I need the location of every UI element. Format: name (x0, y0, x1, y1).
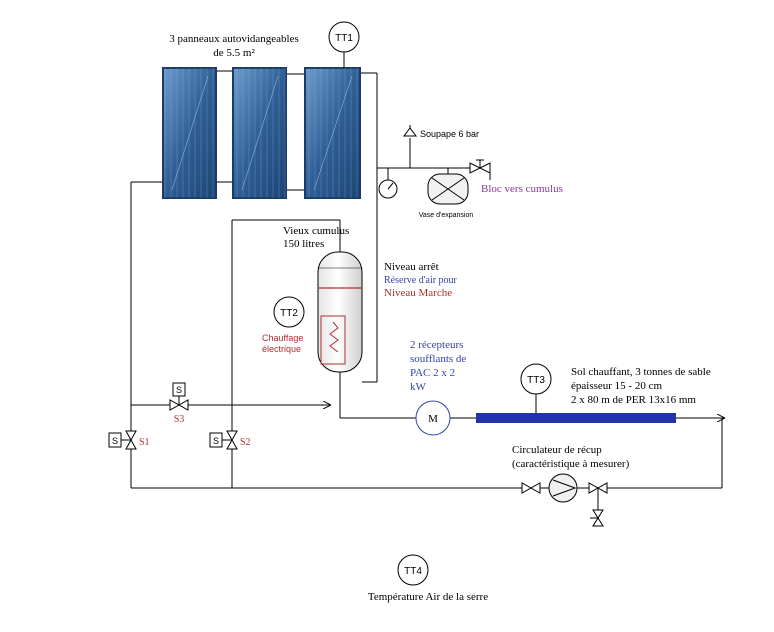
tank-label-line2: 150 litres (283, 238, 324, 250)
floor-heating-bar (476, 413, 676, 423)
floor-label-line3: 2 x 80 m de PER 13x16 mm (571, 394, 696, 406)
panels-label-line2: de 5.5 m² (213, 47, 255, 59)
expansion-vessel-icon (427, 168, 469, 205)
to-tank-label: Bloc vers cumulus (481, 183, 563, 195)
safety-valve-icon (403, 125, 417, 137)
floor-label-line1: Sol chauffant, 3 tonnes de sable (571, 366, 711, 378)
run-level-label: Niveau Marche (384, 287, 452, 299)
heatpump-label-line1: 2 récepteurs (410, 339, 463, 351)
tt4-label: TT4 (404, 566, 422, 577)
expansion-vessel-label: Vase d'expansion (419, 212, 474, 219)
s3-symbol: S (176, 385, 182, 395)
tt4-caption: Température Air de la serre (368, 591, 488, 603)
electric-heater-element (320, 315, 346, 365)
pressure-gauge-icon (378, 168, 398, 199)
safety-valve-label: Soupape 6 bar (420, 129, 479, 139)
check-valve-right (588, 482, 608, 494)
solar-panels (162, 67, 361, 199)
heater-label-line2: électrique (262, 344, 301, 354)
tank-label-line1: Vieux cumulus (283, 225, 349, 237)
temperature-sensor-tt2: TT2 (273, 296, 305, 328)
temperature-sensor-tt1: TT1 (328, 21, 360, 68)
s2-label: S2 (240, 437, 251, 448)
safety-group: Soupape 6 bar Vase d'expansion Bloc vers… (378, 125, 563, 219)
heatpump-label-line4: kW (410, 381, 427, 393)
temperature-sensor-tt4: TT4 (397, 554, 429, 586)
heatpump-label-line3: PAC 2 x 2 (410, 367, 455, 379)
isolation-valve-icon (469, 159, 491, 180)
tt2-label: TT2 (280, 308, 298, 319)
s1-label: S1 (139, 437, 150, 448)
tt1-label: TT1 (335, 33, 353, 44)
air-reserve-label: Réserve d'air pour (384, 275, 458, 286)
stop-level-label: Niveau arrêt (384, 261, 439, 273)
floor-label-line2: épaisseur 15 - 20 cm (571, 380, 662, 392)
solenoid-valve-s3: S S3 (169, 382, 189, 425)
drain-valve-icon (590, 509, 604, 527)
panels-label-line1: 3 panneaux autovidangeables (169, 33, 299, 45)
circulator-pump-icon (548, 473, 578, 503)
heater-label-line1: Chauffage (262, 333, 303, 343)
solenoid-valve-s1: S S1 (108, 430, 150, 450)
temperature-sensor-tt3: TT3 (520, 363, 552, 413)
heatpump-label-line2: soufflants de (410, 353, 466, 365)
solenoid-valve-s2: S S2 (209, 430, 251, 450)
storage-tank (317, 251, 363, 373)
motor-pump: M (415, 400, 451, 436)
check-valve-left (521, 482, 541, 494)
circulator-label-line2: (caractéristique à mesurer) (512, 458, 630, 470)
motor-symbol: M (428, 413, 438, 425)
s2-symbol: S (213, 436, 219, 446)
circulator-label-line1: Circulateur de récup (512, 444, 602, 456)
s1-symbol: S (112, 436, 118, 446)
s3-label: S3 (174, 414, 185, 425)
tt3-label: TT3 (527, 375, 545, 386)
